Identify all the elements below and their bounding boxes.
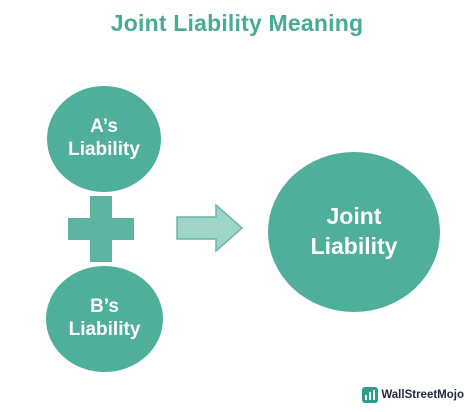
joint-liability-circle: Joint Liability (268, 152, 440, 312)
a-liability-line2: Liability (68, 139, 140, 160)
b-liability-circle: B’s Liability (46, 266, 163, 372)
wallstreetmojo-logo-icon (362, 387, 379, 403)
a-liability-line1: A’s (90, 116, 118, 138)
brand-name: WallStreetMojo (381, 389, 464, 401)
plus-shape (68, 196, 134, 262)
brand-watermark: WallStreetMojo (362, 387, 464, 403)
right-arrow-icon (176, 203, 244, 253)
joint-liability-line1: Joint (326, 203, 382, 230)
b-liability-line2: Liability (68, 319, 141, 340)
plus-icon (68, 196, 134, 262)
a-liability-circle: A’s Liability (47, 86, 161, 192)
joint-liability-line2: Liability (310, 233, 398, 259)
b-liability-line1: B’s (90, 296, 119, 318)
arrow-shape (176, 203, 244, 253)
diagram-title: Joint Liability Meaning (110, 10, 364, 36)
